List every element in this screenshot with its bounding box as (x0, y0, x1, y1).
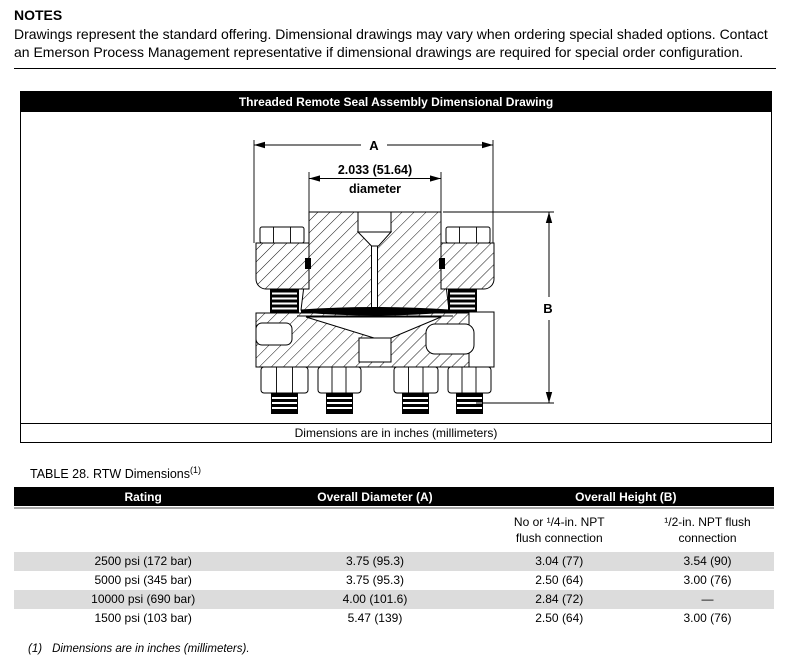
right-bolt-head (446, 227, 490, 243)
dimensional-drawing-figure: Threaded Remote Seal Assembly Dimensiona… (20, 91, 772, 443)
cell-height-no-quarter: 2.50 (64) (535, 573, 584, 588)
dimension-b: B (443, 212, 554, 403)
rtw-dimensions-table: Rating Overall Diameter (A) Overall Heig… (14, 487, 774, 628)
figure-footer-note: Dimensions are in inches (millimeters) (21, 423, 771, 442)
table-title: TABLE 28. RTW Dimensions(1) (30, 465, 790, 481)
header-rule-row (14, 506, 774, 510)
dimension-a-label: A (369, 138, 379, 153)
notes-heading: NOTES (14, 7, 63, 23)
dimension-a: A (254, 138, 493, 243)
column-header-height: Overall Height (B) (477, 487, 774, 507)
table-header-row: Rating Overall Diameter (A) Overall Heig… (14, 487, 774, 507)
cell-rating: 5000 psi (345 bar) (94, 573, 192, 588)
subcolumn-no-quarter-npt: No or ¹/4-in. NPT flush connection (513, 515, 605, 545)
table-title-superscript: (1) (190, 465, 202, 475)
capillary-tube (372, 246, 378, 310)
cell-height-half: 3.00 (76) (683, 573, 732, 588)
threaded-studs (271, 393, 483, 414)
figure-canvas: A 2.033 (51.64) diameter (21, 112, 771, 423)
cell-diameter: 4.00 (101.6) (342, 592, 408, 607)
cell-rating: 2500 psi (172 bar) (94, 554, 192, 569)
seal-assembly-drawing: A 2.033 (51.64) diameter (21, 138, 773, 414)
notes-section: NOTES Drawings represent the standard of… (0, 0, 790, 69)
right-flush-plug (426, 324, 474, 354)
table-row: 1500 psi (103 bar) 5.47 (139) 2.50 (64) … (14, 609, 774, 628)
lower-nuts (261, 367, 491, 393)
subcolumn-half-npt: ¹/2-in. NPT flush connection (664, 515, 751, 545)
left-wing (256, 243, 309, 289)
left-bolt-head (260, 227, 304, 243)
notes-divider-rule (14, 68, 776, 69)
center-channel (359, 338, 391, 362)
diaphragm (297, 307, 453, 316)
cell-height-no-quarter: 3.04 (77) (535, 554, 584, 569)
upper-flange (256, 212, 494, 310)
cell-height-no-quarter: 2.84 (72) (535, 592, 584, 607)
footnote-number: (1) (28, 642, 43, 655)
right-wing (441, 243, 494, 289)
diameter-word-label: diameter (349, 182, 401, 196)
dimension-diameter: 2.033 (51.64) diameter (309, 163, 441, 212)
footnote-text: Dimensions are in inches (millimeters). (52, 642, 250, 655)
figure-title-bar: Threaded Remote Seal Assembly Dimensiona… (21, 92, 771, 112)
cell-diameter: 5.47 (139) (347, 611, 403, 626)
cell-diameter: 3.75 (95.3) (345, 554, 404, 569)
column-header-rating: Rating (14, 487, 273, 507)
washer-springs (270, 289, 477, 313)
table-subheader-row: No or ¹/4-in. NPT flush connection ¹/2-i… (14, 508, 774, 552)
lower-flange (256, 312, 494, 367)
table-footnote: (1) Dimensions are in inches (millimeters… (28, 643, 790, 655)
upper-bolts (260, 227, 490, 243)
diameter-value-label: 2.033 (51.64) (338, 163, 412, 177)
cell-height-half: 3.00 (76) (683, 611, 732, 626)
table-row: 2500 psi (172 bar) 3.75 (95.3) 3.04 (77)… (14, 551, 774, 571)
cell-height-no-quarter: 2.50 (64) (535, 611, 584, 626)
dimension-b-label: B (543, 301, 552, 316)
notes-body: Drawings represent the standard offering… (14, 26, 768, 60)
cell-rating: 10000 psi (690 bar) (91, 592, 196, 607)
cell-height-half: 3.54 (90) (683, 554, 732, 569)
cell-diameter: 3.75 (95.3) (345, 573, 404, 588)
cell-rating: 1500 psi (103 bar) (94, 611, 192, 626)
table-title-text: TABLE 28. RTW Dimensions (30, 467, 191, 482)
left-flush-port (256, 323, 292, 345)
funnel (358, 232, 391, 246)
table-row: 5000 psi (345 bar) 3.75 (95.3) 2.50 (64)… (14, 571, 774, 590)
top-port (358, 212, 391, 232)
cell-height-half: — (701, 592, 714, 607)
column-header-diameter: Overall Diameter (A) (272, 487, 478, 507)
table-row: 10000 psi (690 bar) 4.00 (101.6) 2.84 (7… (14, 589, 774, 609)
